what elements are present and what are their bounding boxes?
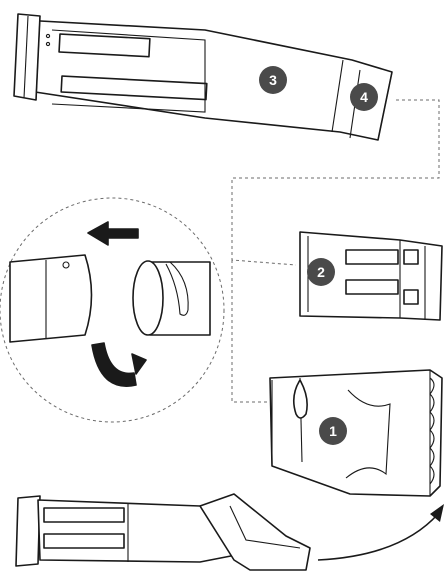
guide-lines — [231, 99, 440, 403]
detail-magnifier — [0, 197, 225, 423]
svg-text:2: 2 — [317, 264, 325, 280]
svg-text:4: 4 — [360, 89, 368, 105]
badge-4: 4 — [350, 83, 378, 111]
part-1-end-cap — [269, 369, 443, 497]
badge-3: 3 — [259, 66, 287, 94]
curved-arrow-icon — [317, 504, 444, 561]
rotate-arrow-icon — [91, 342, 147, 387]
svg-text:1: 1 — [329, 423, 337, 439]
assembled-tube — [13, 13, 393, 141]
svg-text:3: 3 — [269, 72, 277, 88]
badge-2: 2 — [307, 258, 335, 286]
badge-1: 1 — [319, 417, 347, 445]
arrow-left-icon — [87, 221, 139, 246]
bottom-tube-assembly — [15, 493, 311, 571]
